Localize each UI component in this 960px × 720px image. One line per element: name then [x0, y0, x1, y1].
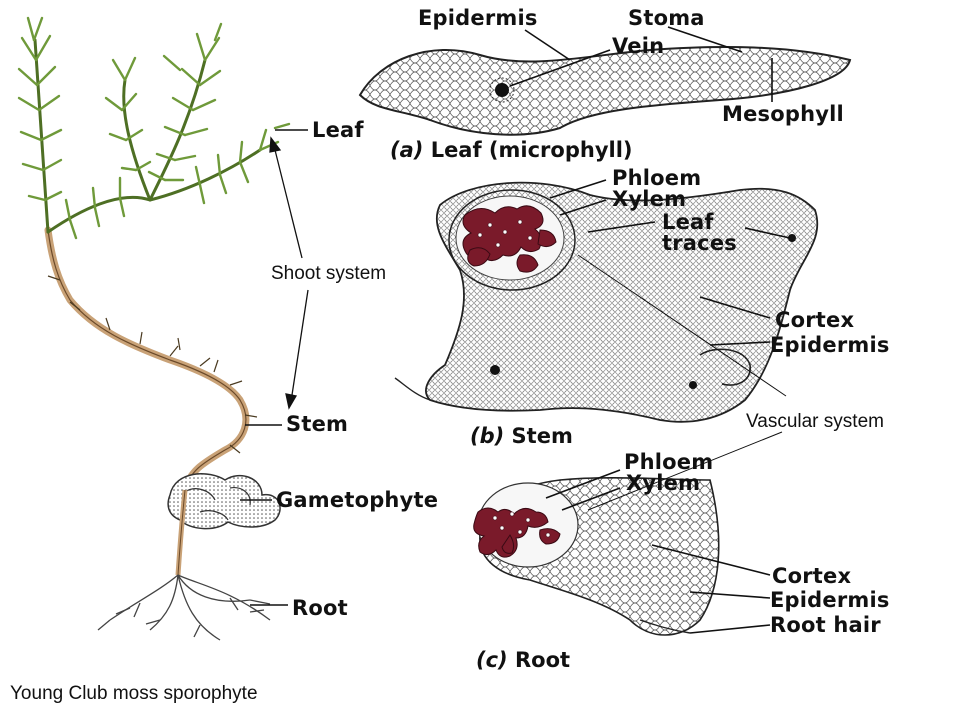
label-mesophyll: Mesophyll — [722, 102, 844, 126]
label-leaf-traces-1: Leaf — [662, 210, 714, 234]
shoot-system-arrows — [269, 136, 309, 410]
plant-caption: Young Club moss sporophyte — [10, 683, 258, 704]
label-cortex-root: Cortex — [772, 564, 852, 588]
stem-cross-section — [394, 181, 819, 423]
root-cross-section — [473, 476, 720, 636]
label-vein: Vein — [612, 34, 665, 58]
label-leaf-traces-2: traces — [662, 231, 737, 255]
annotation-shoot-system: Shoot system — [271, 263, 387, 284]
stem-xylem — [462, 205, 557, 273]
label-cortex-stem: Cortex — [775, 308, 855, 332]
label-gametophyte: Gametophyte — [276, 488, 439, 512]
caption-b: (b) Stem — [470, 426, 573, 447]
plant-roots — [97, 574, 271, 641]
caption-c-letter: (c) — [476, 648, 508, 672]
label-epidermis-leaf: Epidermis — [418, 6, 538, 30]
annotation-vascular-system: Vascular system — [746, 411, 884, 432]
caption-b-letter: (b) — [470, 424, 505, 448]
caption-c: (c) Root — [476, 650, 570, 671]
club-moss-plant — [17, 16, 291, 641]
label-epidermis-stem: Epidermis — [770, 333, 890, 357]
caption-a-letter: (a) — [390, 138, 424, 162]
label-stoma: Stoma — [628, 6, 705, 30]
caption-b-text: Stem — [511, 424, 573, 448]
label-stem: Stem — [286, 412, 349, 436]
label-phloem-stem: Phloem — [612, 166, 702, 190]
leaf-cross-section — [358, 46, 852, 136]
label-phloem-root: Phloem — [624, 450, 714, 474]
caption-c-text: Root — [514, 648, 571, 672]
label-root: Root — [292, 596, 348, 620]
label-epidermis-root: Epidermis — [770, 588, 890, 612]
plant-stem — [44, 226, 250, 494]
label-leaf: Leaf — [312, 118, 364, 142]
label-xylem-root: Xylem — [626, 471, 701, 495]
label-xylem-stem: Xylem — [612, 187, 687, 211]
caption-a-text: Leaf (microphyll) — [430, 138, 633, 162]
caption-a: (a) Leaf (microphyll) — [390, 140, 633, 161]
label-root-hair: Root hair — [770, 613, 881, 637]
